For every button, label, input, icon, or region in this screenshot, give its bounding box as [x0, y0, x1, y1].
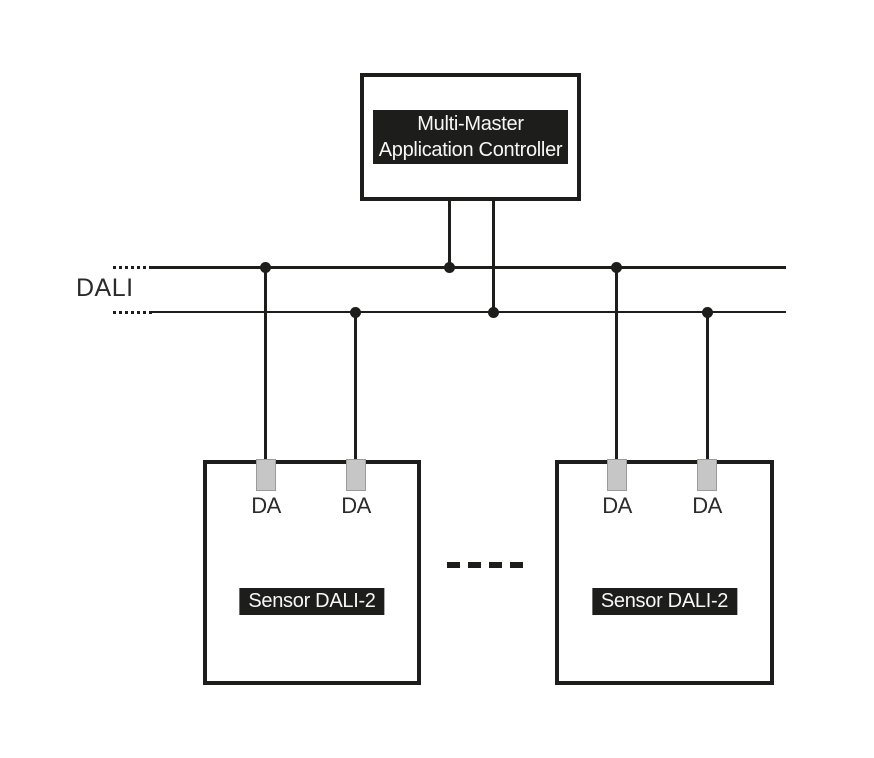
- da-terminal-label: DA: [251, 493, 281, 518]
- bus-bottom-dotted-continuation: [113, 311, 152, 314]
- sensor-label: Sensor DALI-2: [591, 588, 738, 615]
- da-terminal: [346, 459, 366, 491]
- da-terminal: [697, 459, 717, 491]
- controller-label: Multi-Master Application Controller: [372, 110, 569, 164]
- wire-top-bus-to-right-sensor-da1: [615, 267, 618, 461]
- bus-line-top: [150, 266, 786, 269]
- junction-dot: [488, 307, 499, 318]
- sensor-box-right: DA DA Sensor DALI-2: [555, 459, 774, 685]
- da-terminal: [256, 459, 276, 491]
- bus-label: DALI: [76, 274, 134, 302]
- da-terminal-label: DA: [602, 493, 632, 518]
- da-terminal-label: DA: [341, 493, 371, 518]
- controller-label-line1: Multi-Master: [417, 113, 524, 135]
- wire-controller-to-top-bus: [448, 199, 451, 268]
- sensor-box-left: DA DA Sensor DALI-2: [203, 459, 421, 685]
- da-terminal-label: DA: [692, 493, 722, 518]
- wire-bottom-bus-to-right-sensor-da2: [706, 312, 709, 461]
- bus-line-bottom: [150, 311, 786, 313]
- wire-top-bus-to-left-sensor-da1: [264, 267, 267, 461]
- wire-controller-to-bottom-bus: [492, 199, 495, 313]
- controller-box: Multi-Master Application Controller: [360, 73, 581, 201]
- bus-top-dotted-continuation: [113, 266, 152, 269]
- wire-bottom-bus-to-left-sensor-da2: [354, 312, 357, 461]
- da-terminal: [607, 459, 627, 491]
- more-devices-dashes: [447, 562, 528, 568]
- junction-dot: [444, 262, 455, 273]
- sensor-label: Sensor DALI-2: [239, 588, 385, 615]
- controller-label-line2: Application Controller: [378, 139, 563, 161]
